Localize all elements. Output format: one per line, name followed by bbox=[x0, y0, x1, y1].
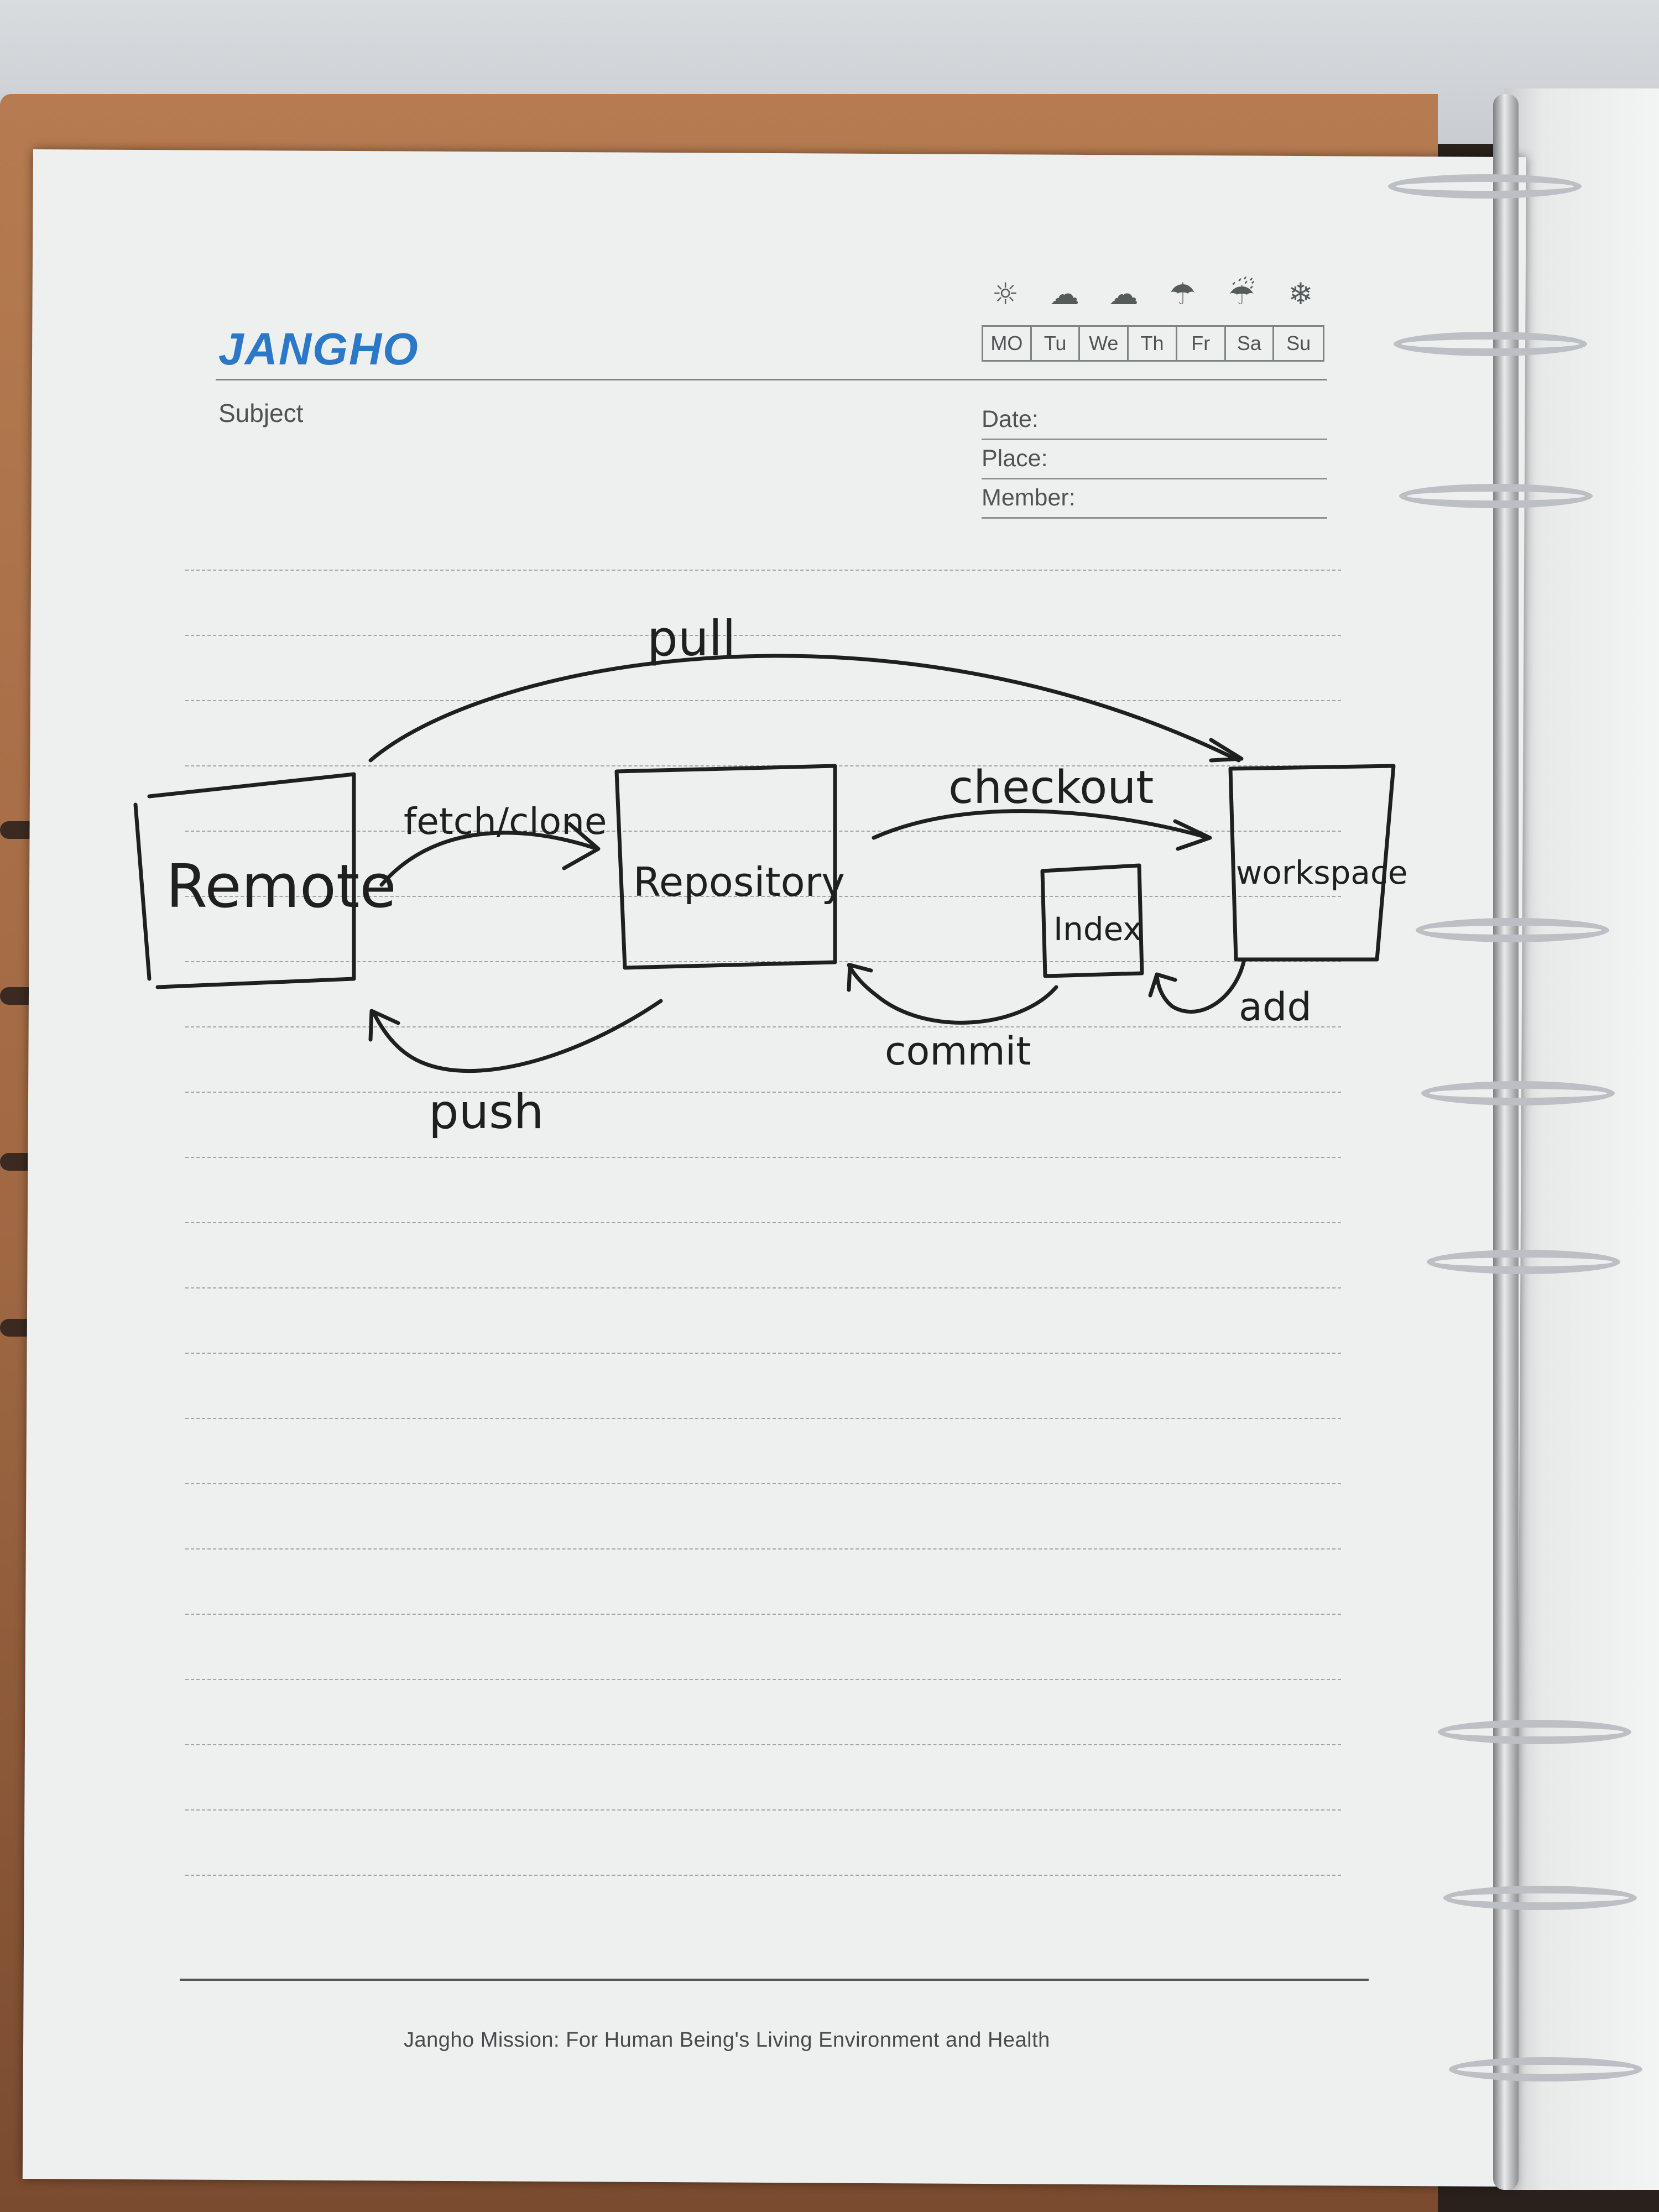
subject-label: Subject bbox=[218, 399, 304, 427]
ruled-line bbox=[185, 1157, 1341, 1158]
binder-ring bbox=[1443, 1886, 1637, 1910]
binder-ring bbox=[1427, 1250, 1620, 1274]
day-mo: MO bbox=[983, 327, 1032, 360]
sun-icon: ☼ bbox=[992, 276, 1019, 311]
ruled-line bbox=[185, 1809, 1341, 1811]
day-fr: Fr bbox=[1177, 327, 1226, 360]
meta-fields: Date: Place: Member: bbox=[982, 401, 1327, 519]
binder-ring bbox=[1449, 2057, 1642, 2081]
day-sa: Sa bbox=[1226, 327, 1275, 360]
ruled-line bbox=[185, 1353, 1341, 1354]
binder-ring bbox=[1399, 484, 1593, 508]
date-field: Date: bbox=[982, 401, 1327, 440]
ruled-line bbox=[185, 1744, 1341, 1745]
ruled-line bbox=[185, 1026, 1341, 1027]
binder-ring bbox=[1416, 918, 1609, 942]
place-field: Place: bbox=[982, 440, 1327, 479]
ruled-line bbox=[185, 1614, 1341, 1615]
binder-ring bbox=[1421, 1081, 1615, 1105]
binder-ring bbox=[1388, 174, 1582, 199]
weather-icons: ☼ ☁ ☁ ☂ ☔ ❄ bbox=[982, 276, 1324, 321]
ruled-line bbox=[185, 961, 1341, 962]
bottom-rule bbox=[180, 1979, 1369, 1981]
weekday-selector: MO Tu We Th Fr Sa Su bbox=[982, 325, 1324, 362]
ruled-line bbox=[185, 570, 1341, 571]
ruled-line bbox=[185, 896, 1341, 897]
day-tu: Tu bbox=[1032, 327, 1081, 360]
snow-icon: ❄ bbox=[1288, 276, 1313, 311]
cloud-icon: ☁ bbox=[1108, 276, 1139, 311]
ruled-line bbox=[185, 1679, 1341, 1680]
ruled-line bbox=[185, 831, 1341, 832]
rain-sun-icon: ☂ bbox=[1169, 276, 1196, 311]
header-rule bbox=[216, 379, 1327, 380]
next-page-edge bbox=[1504, 88, 1659, 2190]
ruled-line bbox=[185, 700, 1341, 701]
binder-ring bbox=[1438, 1720, 1631, 1744]
ruled-line bbox=[185, 1548, 1341, 1550]
binder-rod bbox=[1493, 94, 1519, 2190]
ruled-line bbox=[185, 765, 1341, 766]
ruled-line bbox=[185, 1092, 1341, 1093]
rain-icon: ☔ bbox=[1228, 276, 1255, 311]
ruled-lines bbox=[185, 570, 1341, 1930]
member-field: Member: bbox=[982, 479, 1327, 519]
brand-logo: JANGHO bbox=[218, 324, 419, 374]
day-th: Th bbox=[1129, 327, 1177, 360]
footer-mission: Jangho Mission: For Human Being's Living… bbox=[404, 2028, 1050, 2052]
ruled-line bbox=[185, 1483, 1341, 1484]
ruled-line bbox=[185, 1222, 1341, 1223]
ruled-line bbox=[185, 1875, 1341, 1876]
binder-ring bbox=[1394, 332, 1587, 356]
partly-cloudy-icon: ☁ bbox=[1049, 276, 1079, 311]
ruled-line bbox=[185, 1287, 1341, 1288]
ruled-line bbox=[185, 1418, 1341, 1419]
day-we: We bbox=[1080, 327, 1129, 360]
day-su: Su bbox=[1286, 332, 1311, 354]
ruled-line bbox=[185, 635, 1341, 636]
